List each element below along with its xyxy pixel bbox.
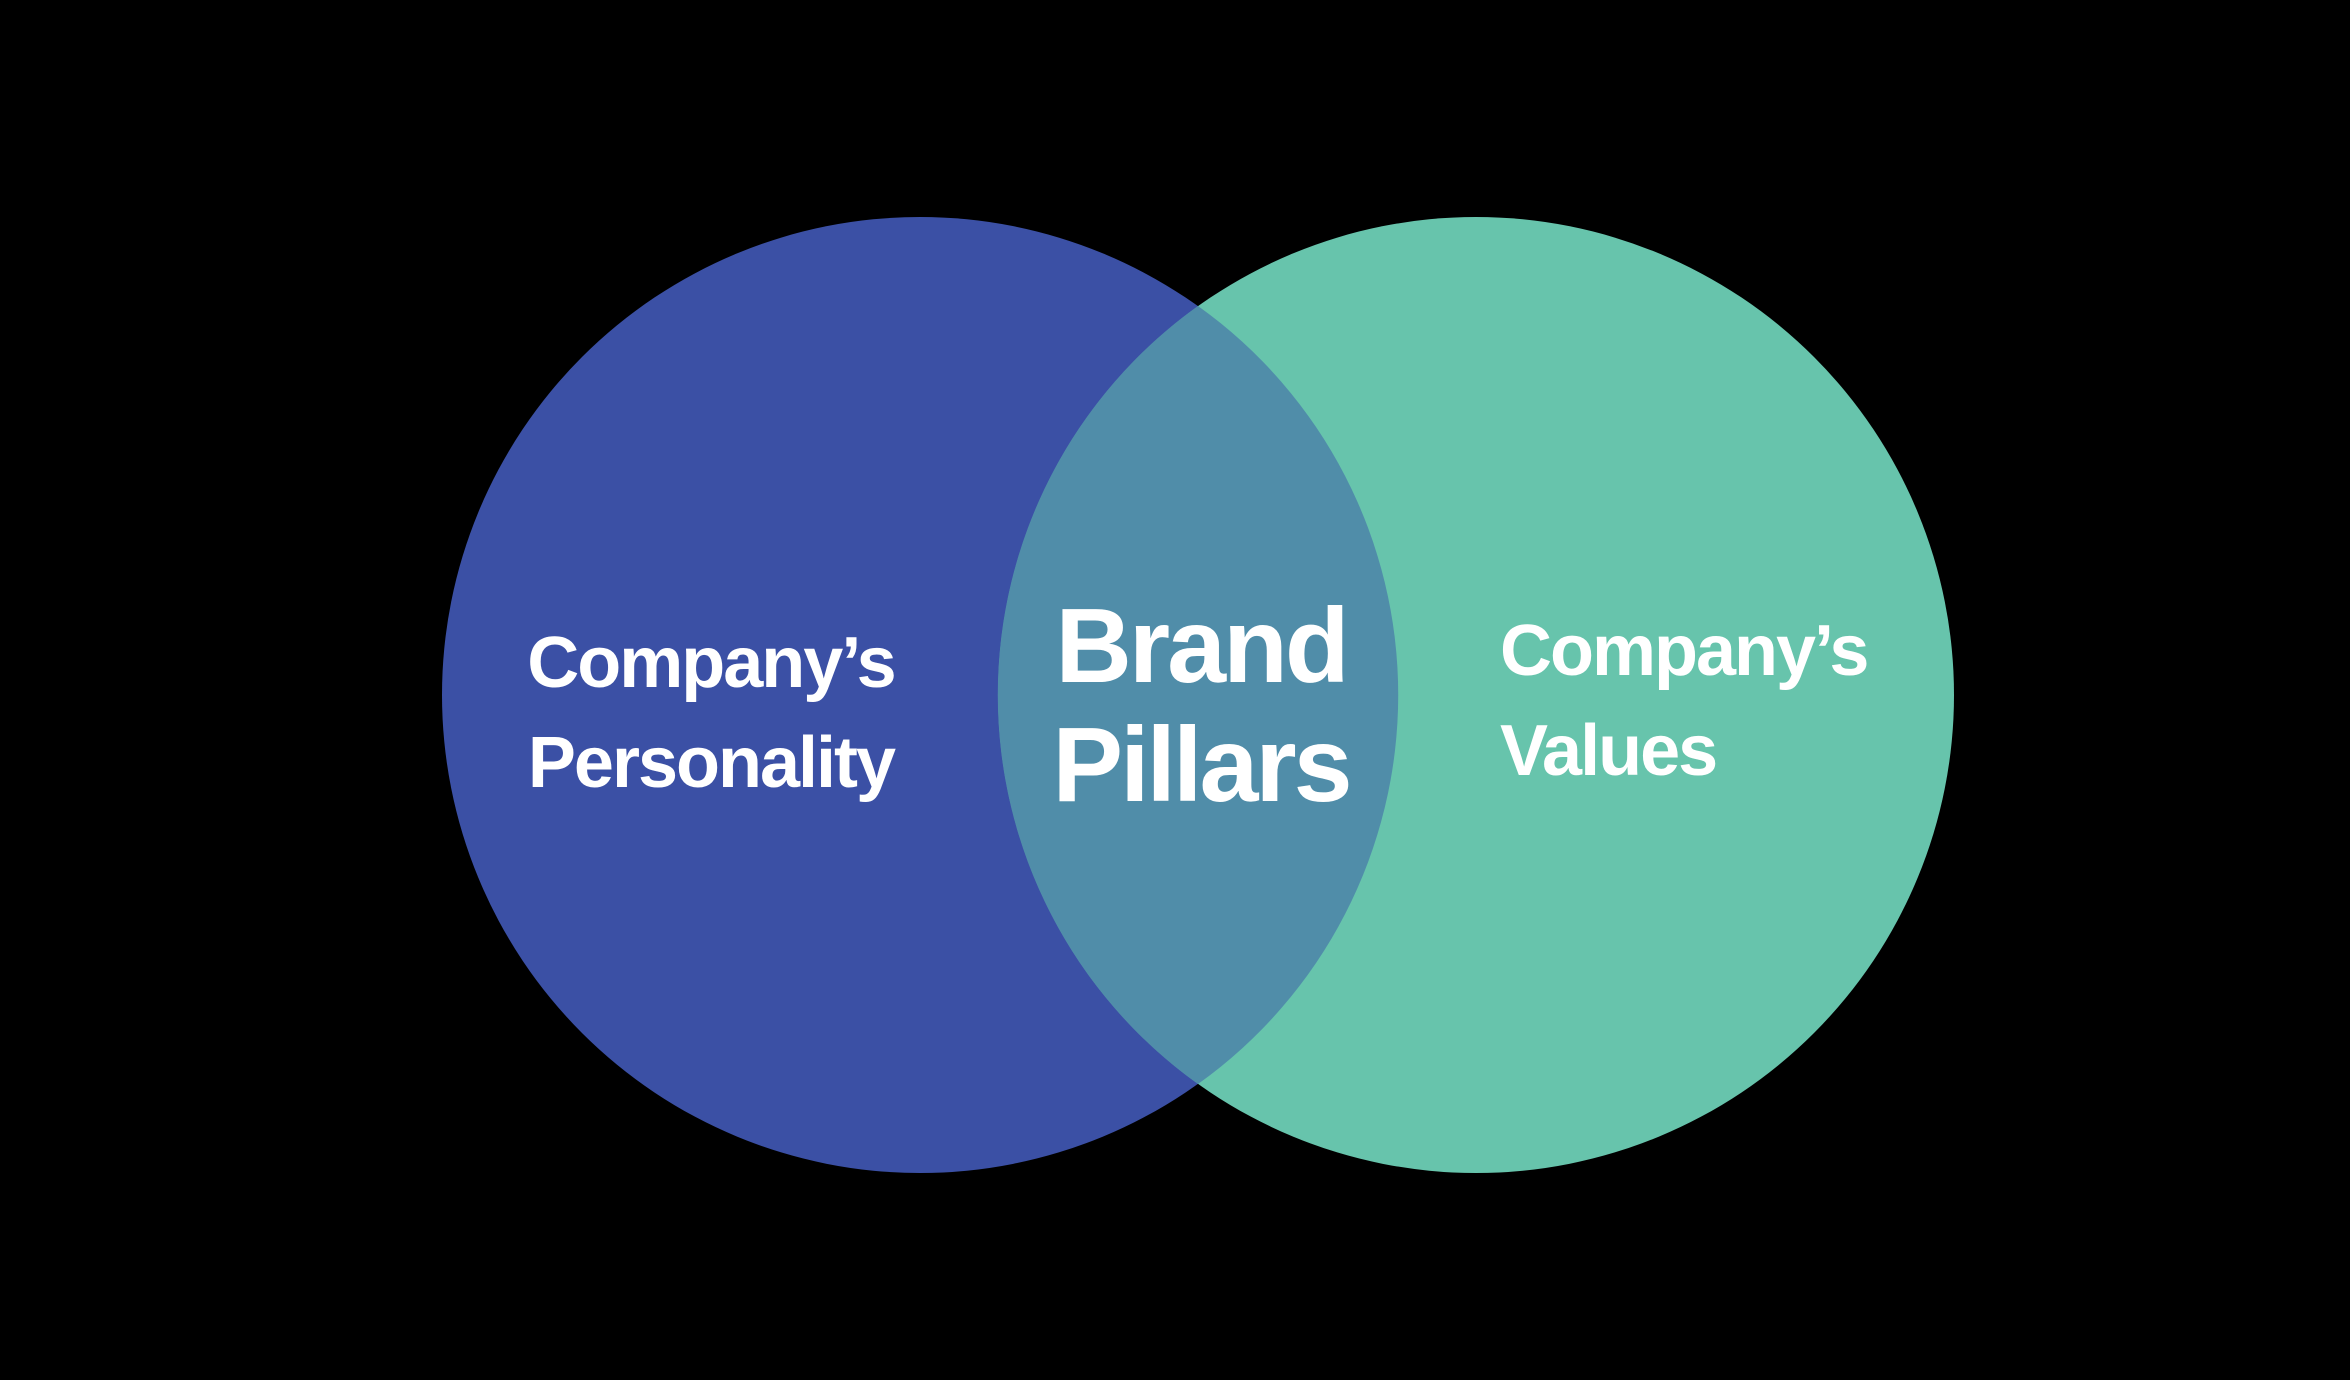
right-label-line1: Company’s xyxy=(1500,611,1869,691)
left-label-line1: Company’s xyxy=(527,623,896,703)
left-label-line2: Personality xyxy=(527,723,896,803)
overlap-lens xyxy=(997,306,1399,1084)
overlap-label-line2: Pillars xyxy=(1052,706,1352,824)
right-circle-label: Company’s Values xyxy=(1500,601,1869,801)
left-circle-label: Company’s Personality xyxy=(411,613,1011,813)
right-label-line2: Values xyxy=(1500,711,1718,791)
overlap-label-line1: Brand xyxy=(1055,587,1349,705)
overlap-label: Brand Pillars xyxy=(901,587,1501,825)
